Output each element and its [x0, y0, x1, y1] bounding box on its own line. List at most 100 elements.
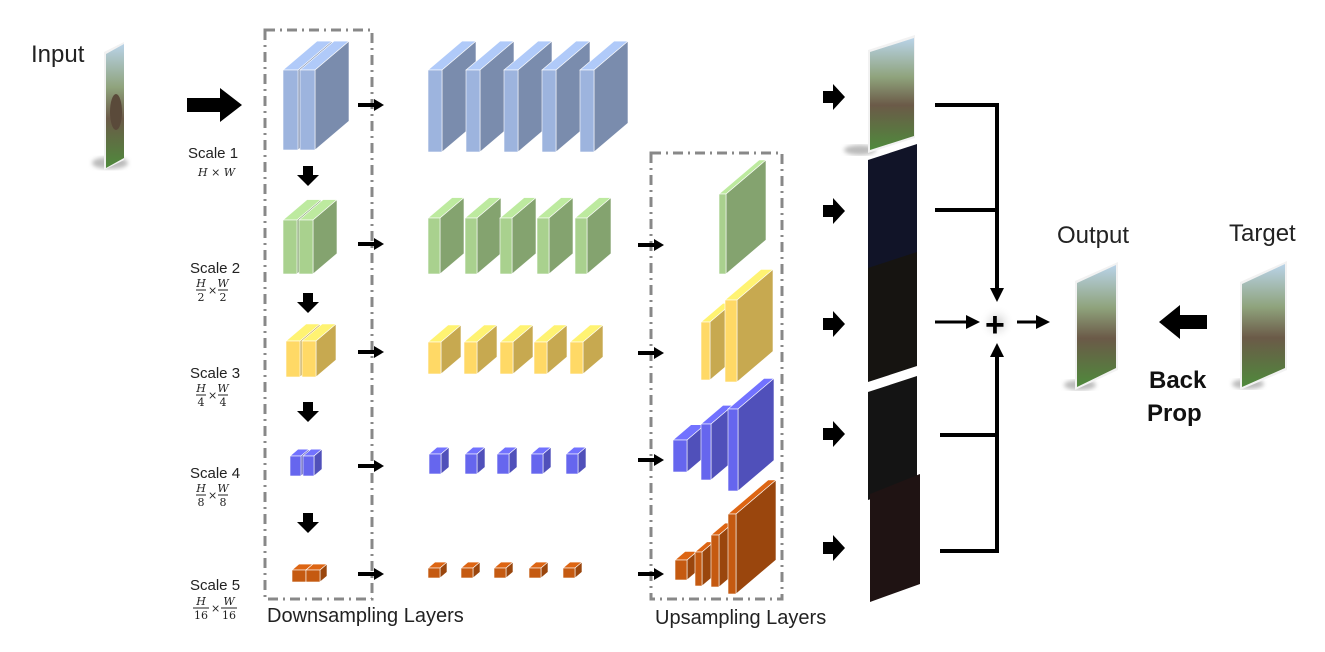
conv-block-s5-3: [493, 561, 514, 579]
conv-block-s3-1: [427, 324, 462, 375]
svg-text:×: ×: [208, 284, 217, 297]
down-block-s4-b: [302, 448, 323, 477]
conv-block-s2-5: [574, 196, 612, 275]
down-arrow-1-2: [297, 166, 319, 186]
downsampling-label: Downsampling Layers: [267, 605, 464, 627]
scale-1-dim: H × W: [197, 166, 237, 179]
scale-output-images: [844, 35, 920, 602]
svg-text:×: ×: [211, 602, 220, 615]
conv-block-s2-1: [427, 196, 465, 275]
sum-node: +: [985, 306, 1005, 344]
svg-text:16: 16: [222, 609, 236, 622]
backprop-label-line1: Back: [1149, 367, 1207, 394]
up-arrow-5: [638, 568, 664, 580]
up-arrow-3: [638, 347, 664, 359]
scale-4-dim: H8×W8: [195, 482, 230, 509]
svg-text:W: W: [223, 595, 236, 608]
input-label: Input: [31, 41, 85, 68]
output-image-1: [844, 35, 915, 155]
conv-block-s5-5: [562, 561, 583, 579]
svg-text:4: 4: [220, 396, 227, 409]
sum-connectors: [935, 103, 999, 553]
svg-text:4: 4: [198, 396, 205, 409]
output-image-3: [868, 252, 917, 382]
conv-block-s3-4: [533, 324, 568, 375]
conv-block-s3-2: [463, 324, 498, 375]
output-arrow: [1017, 315, 1050, 329]
to-output-arrow-1: [823, 84, 845, 110]
output-image: [1064, 262, 1118, 390]
up-block-s5-a: [674, 550, 698, 581]
skip-arrow-4: [358, 460, 384, 472]
scale-5-label: Scale 5: [190, 577, 240, 594]
to-output-arrow-4: [823, 421, 845, 447]
scale-3-label: Scale 3: [190, 365, 240, 382]
conv-block-s1-5: [579, 40, 629, 153]
down-arrow-2-3: [297, 293, 319, 313]
upsampling-box: [649, 151, 784, 601]
down-block-s1-b: [299, 40, 350, 151]
conv-block-s2-3: [499, 196, 537, 275]
skip-arrow-1: [358, 99, 384, 111]
up-block-s4-c: [727, 377, 775, 492]
svg-text:W: W: [217, 277, 230, 290]
output-image-5: [870, 474, 920, 602]
to-output-arrow-3: [823, 311, 845, 337]
svg-text:H: H: [195, 382, 206, 395]
scale-5-dim: H16×W16: [193, 595, 237, 622]
up-block-s5-d: [727, 479, 777, 595]
svg-text:2: 2: [220, 291, 227, 304]
svg-text:×: ×: [208, 489, 217, 502]
skip-arrow-3: [358, 346, 384, 358]
conv-block-s5-4: [528, 561, 549, 579]
conv-block-s4-5: [565, 446, 587, 475]
output-label: Output: [1057, 222, 1129, 249]
conv-block-s2-4: [536, 196, 574, 275]
target-label: Target: [1229, 220, 1296, 247]
down-arrow-4-5: [297, 513, 319, 533]
svg-text:2: 2: [198, 291, 205, 304]
sum-node-glow: [979, 305, 1015, 341]
conv-block-s4-4: [530, 446, 552, 475]
input-arrow: [187, 88, 242, 122]
target-image: [1232, 261, 1287, 390]
output-image-4: [868, 376, 917, 500]
up-block-s2: [718, 159, 767, 275]
svg-text:8: 8: [220, 496, 227, 509]
to-output-arrow-2: [823, 198, 845, 224]
scale-3-dim: H4×W4: [195, 382, 230, 409]
conv-block-s5-1: [427, 561, 448, 579]
sum-arrow-top: [990, 288, 1004, 302]
sum-arrow-bottom: [990, 343, 1004, 357]
down-block-s3-b: [301, 323, 337, 378]
svg-text:W: W: [217, 482, 230, 495]
scale-2-dim: H2×W2: [195, 277, 230, 304]
svg-text:×: ×: [208, 389, 217, 402]
up-block-s4-a: [672, 424, 706, 473]
scale-2-label: Scale 2: [190, 260, 240, 277]
sum-arrow-left: [935, 315, 980, 329]
conv-block-s4-1: [428, 446, 450, 475]
down-block-s2-b: [298, 198, 338, 275]
downsampling-box: [263, 28, 374, 601]
svg-text:H: H: [195, 277, 206, 290]
svg-text:16: 16: [194, 609, 208, 622]
conv-block-s3-3: [499, 324, 534, 375]
scale-4-label: Scale 4: [190, 465, 240, 482]
conv-block-s5-2: [460, 561, 481, 579]
upsampling-label: Upsampling Layers: [655, 607, 826, 629]
input-image: [92, 42, 128, 170]
backprop-arrow: [1159, 305, 1207, 339]
conv-block-s3-5: [569, 324, 604, 375]
svg-text:H: H: [195, 482, 206, 495]
down-arrow-3-4: [297, 402, 319, 422]
output-image-2: [868, 144, 917, 272]
to-output-arrow-5: [823, 535, 845, 561]
svg-text:W: W: [217, 382, 230, 395]
scale-1-label: Scale 1: [188, 145, 238, 162]
down-block-s5-b: [305, 563, 328, 583]
conv-block-s4-3: [496, 446, 518, 475]
skip-arrow-5: [358, 568, 384, 580]
svg-text:H: H: [195, 595, 206, 608]
